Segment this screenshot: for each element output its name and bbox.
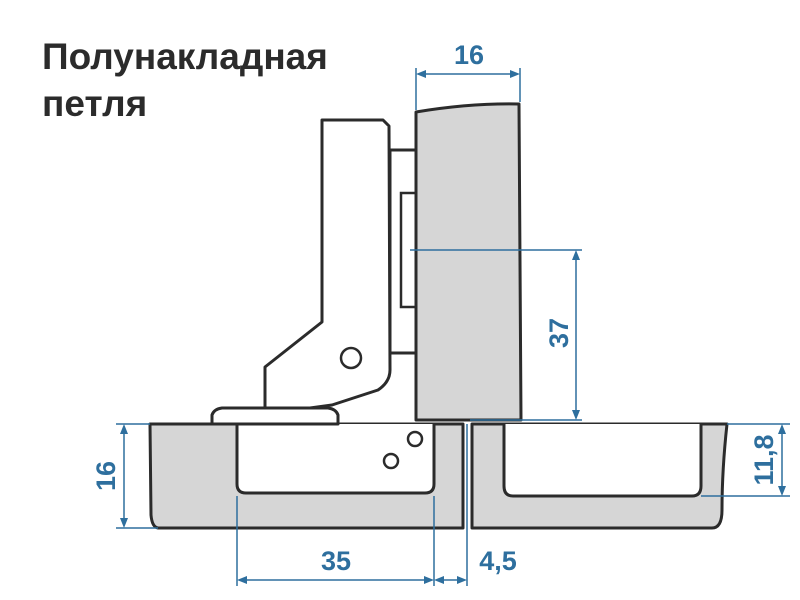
hinge-pivot xyxy=(339,346,363,370)
dimension-door-thickness xyxy=(415,68,521,110)
dimension-label-cup-depth: 11,8 xyxy=(749,434,779,485)
dimension-cup-distance xyxy=(236,496,435,586)
title-line-2: петля xyxy=(42,83,148,124)
screw-hole xyxy=(382,452,400,470)
right-panel-recess xyxy=(502,424,703,498)
dimension-label-door-thickness: 16 xyxy=(454,40,484,70)
dimension-hinge-offset xyxy=(410,249,582,421)
title-line-1: Полунакладная xyxy=(42,36,328,77)
mounting-plate xyxy=(210,406,340,426)
dimension-panel-thickness xyxy=(116,423,158,529)
dimension-label-gap: 4,5 xyxy=(479,546,517,576)
diagram-title: Полунакладная петля xyxy=(42,33,328,127)
hinge-cup-bore xyxy=(235,424,436,495)
hinge-arm xyxy=(263,118,392,410)
dimension-cup-depth xyxy=(701,423,790,497)
door-panel xyxy=(414,102,523,422)
dimension-label-hinge-offset: 37 xyxy=(544,318,574,348)
dimension-label-cup-distance: 35 xyxy=(321,546,351,576)
screw-hole xyxy=(406,430,424,448)
dimension-gap xyxy=(434,424,468,586)
dimension-label-panel-thickness: 16 xyxy=(91,461,121,491)
